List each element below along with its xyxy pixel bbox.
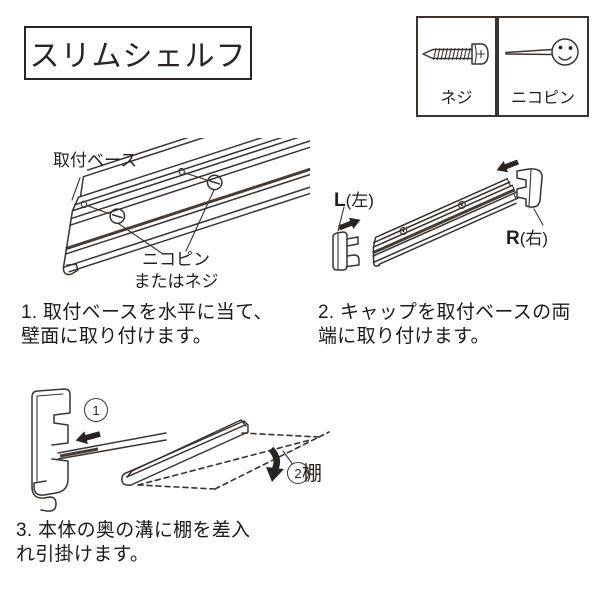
cap-left-letter: L [334, 190, 346, 211]
rail-cross-section-drawing [31, 388, 71, 512]
insert-arrow-icon [75, 431, 101, 445]
pin-or-screw-callout: ニコピン またはネジ [126, 249, 226, 293]
pin-label-leader-lines [118, 189, 215, 255]
step1-caption-line2: 壁面に取り付けます。 [21, 325, 213, 347]
step1-caption: 1. 取付ベースを水平に当て、 壁面に取り付けます。 [21, 301, 273, 348]
cap-right-letter: R [506, 228, 520, 249]
parts-box-nicopin: ニコピン [497, 16, 589, 117]
parts-box-screw: ネジ [416, 16, 497, 117]
product-title-box: スリムシェルフ [24, 26, 252, 80]
step1-caption-line1: 1. 取付ベースを水平に当て、 [21, 302, 273, 323]
screw-icon [422, 43, 489, 65]
cap-right-callout: R(右) [506, 224, 548, 250]
shelf-callout: 棚 [302, 463, 322, 485]
step-marker-1: 1 [84, 398, 108, 422]
rail-3d-drawing [121, 419, 249, 486]
step2-caption: 2. キャップを取付ベースの両 端に取り付けます。 [318, 301, 571, 348]
right-cap-drawing [516, 168, 543, 208]
step3-shelf-insert-illustration [31, 388, 330, 512]
screw-head-icon [109, 208, 126, 225]
rotate-down-arrow-icon [266, 446, 284, 482]
pin-callout-line1: ニコピン [142, 250, 210, 269]
nicopin-label: ニコピン [510, 90, 575, 107]
step-marker-2-number: 2 [294, 465, 302, 481]
step2-caption-line2: 端に取り付けます。 [318, 325, 490, 347]
pin-callout-line2: またはネジ [133, 272, 219, 291]
step3-caption-line2: れ引掛けます。 [16, 543, 150, 565]
left-cap-arrow-icon [338, 217, 361, 231]
cap-left-suffix: (左) [345, 191, 374, 210]
right-cap-leader-line [533, 208, 544, 226]
step2-endcap-illustration [332, 159, 544, 271]
shelf-board-edge-drawing [57, 432, 167, 460]
left-cap-leader-line [337, 206, 345, 232]
step3-caption: 3. 本体の奥の溝に棚を差入 れ引掛けます。 [16, 519, 250, 566]
step-marker-2: 2 [287, 462, 309, 484]
screw-head-icon [206, 174, 223, 191]
cap-right-suffix: (右) [519, 229, 549, 248]
shelf-board-dashed-outline [137, 431, 330, 490]
screw-label: ネジ [440, 90, 473, 107]
step3-caption-line1: 3. 本体の奥の溝に棚を差入 [16, 520, 251, 541]
nicopin-icon [505, 38, 579, 66]
cap-left-callout: L(左) [334, 186, 374, 212]
mounting-base-callout: 取付ベース [53, 151, 138, 170]
product-title: スリムシェルフ [29, 40, 247, 73]
step1-mounting-base-illustration [62, 138, 310, 276]
step-marker-1-number: 1 [92, 402, 100, 418]
right-cap-arrow-icon [496, 159, 519, 173]
left-cap-drawing [332, 231, 360, 271]
step2-caption-line1: 2. キャップを取付ベースの両 [318, 302, 571, 323]
base-label-leader-line [71, 177, 81, 201]
